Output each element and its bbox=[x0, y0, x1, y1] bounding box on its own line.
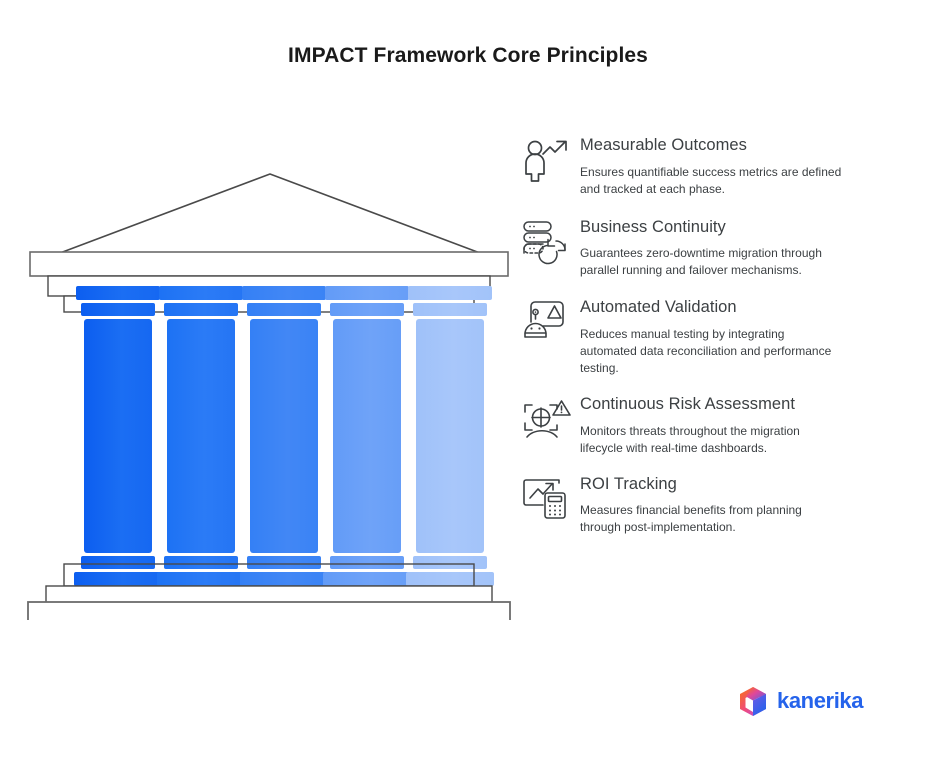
principle-description: Measures financial benefits from plannin… bbox=[580, 503, 802, 535]
principle-item: Measurable Outcomes Ensures quantifiable… bbox=[518, 134, 918, 198]
principle-description: Guarantees zero-downtime migration throu… bbox=[580, 246, 822, 278]
temple-pillar-5 bbox=[406, 286, 494, 586]
temple-pillar-4 bbox=[323, 286, 411, 586]
principle-item: Business Continuity Guarantees zero-down… bbox=[518, 216, 918, 280]
robot-validation-icon bbox=[518, 296, 574, 348]
gradient-cube-icon bbox=[740, 687, 766, 716]
risk-scan-alert-icon bbox=[518, 393, 574, 445]
temple-pillar-3 bbox=[240, 286, 328, 586]
temple-pillar-1 bbox=[74, 286, 162, 586]
server-sync-icon bbox=[518, 216, 574, 268]
principle-item: ROI Tracking Measures financial benefits… bbox=[518, 473, 918, 537]
temple-illustration bbox=[18, 160, 518, 620]
temple-base bbox=[27, 563, 511, 620]
page-title: IMPACT Framework Core Principles bbox=[288, 44, 648, 67]
principle-item: Automated Validation Reduces manual test… bbox=[518, 296, 918, 377]
principle-heading: Continuous Risk Assessment bbox=[580, 395, 795, 414]
principle-description: Monitors threats throughout the migratio… bbox=[580, 423, 800, 455]
principle-description: Ensures quantifiable success metrics are… bbox=[580, 164, 842, 196]
person-growth-arrow-icon bbox=[518, 134, 574, 186]
principle-heading: ROI Tracking bbox=[580, 474, 677, 493]
chart-calculator-icon bbox=[518, 473, 574, 525]
principles-list: Measurable Outcomes Ensures quantifiable… bbox=[518, 134, 918, 536]
principle-description: Reduces manual testing by integrating au… bbox=[580, 327, 832, 376]
principle-heading: Measurable Outcomes bbox=[580, 136, 747, 154]
temple-pillar-2 bbox=[157, 286, 245, 586]
principle-heading: Automated Validation bbox=[580, 298, 737, 317]
principle-item: Continuous Risk Assessment Monitors thre… bbox=[518, 393, 918, 457]
logo-wordmark: kanerika bbox=[777, 688, 864, 713]
principle-heading: Business Continuity bbox=[580, 217, 726, 236]
kanerika-logo: kanerika bbox=[738, 685, 863, 717]
